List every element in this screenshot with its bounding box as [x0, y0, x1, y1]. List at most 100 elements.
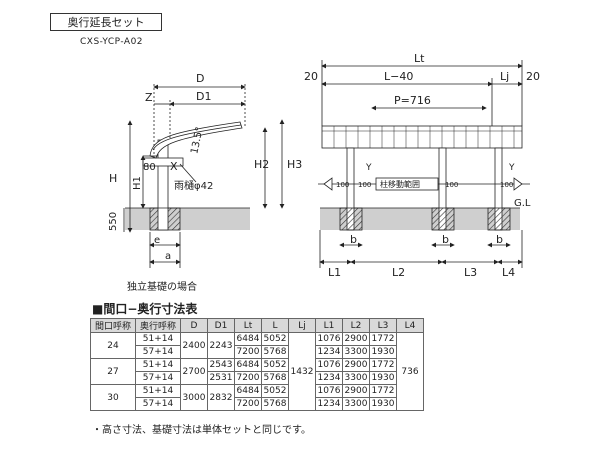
cell-depth: 57+14: [135, 371, 181, 385]
cell-l2: 3300: [342, 371, 370, 385]
cell-depth: 57+14: [135, 397, 181, 411]
cell-l2: 2900: [342, 384, 370, 398]
cell-lt: 6484: [234, 332, 262, 346]
col-l4: L4: [396, 318, 424, 333]
label-b1: b: [350, 233, 357, 246]
label-100c: 100: [445, 181, 458, 189]
col-l: L: [261, 318, 289, 333]
label-100d: 100: [500, 181, 513, 189]
col-depth: 奥行呼称: [135, 318, 181, 333]
label-z: Z: [145, 91, 153, 104]
cell-l3: 1772: [369, 332, 397, 346]
table-row: 57+14 7200 5768 1234 3300 1930: [91, 397, 424, 411]
label-b3: b: [496, 233, 503, 246]
model-number: CXS-YCP-A02: [80, 37, 144, 47]
cell-d: 2700: [180, 358, 208, 385]
foundation-2: [431, 207, 455, 231]
label-l2: L2: [392, 266, 405, 279]
label-l1: L1: [328, 266, 341, 279]
label-y2: Y: [508, 163, 515, 173]
ground-band: [125, 208, 250, 230]
cell-d1: 2543: [207, 358, 235, 372]
cell-l2: 2900: [342, 332, 370, 346]
cell-lt: 6484: [234, 384, 262, 398]
label-a: a: [165, 251, 171, 262]
cell-depth: 51+14: [135, 358, 181, 372]
label-h2: H2: [254, 158, 269, 171]
cell-l1: 1076: [315, 332, 343, 346]
cell-d1: 2243: [207, 332, 235, 359]
cell-lt: 6484: [234, 358, 262, 372]
cell-lt: 7200: [234, 345, 262, 359]
col-l1: L1: [315, 318, 343, 333]
side-view-caption: 独立基礎の場合: [127, 282, 197, 293]
label-l40: L−40: [384, 70, 413, 83]
table-row: 27 51+14 2700 2543 6484 5052 1076 2900 1…: [90, 358, 424, 385]
cell-l3: 1930: [369, 371, 397, 385]
cell-frontage: 30: [90, 384, 136, 411]
cell-l: 5052: [261, 358, 289, 372]
cell-l1: 1234: [315, 371, 343, 385]
cell-l3: 1930: [369, 397, 397, 411]
cell-l: 5768: [261, 397, 289, 411]
drawing: D D1 Z X 13.5° H H1 H2 H3 80 550 雨樋φ42 e…: [108, 52, 540, 279]
side-view: [123, 84, 285, 268]
label-h3: H3: [287, 158, 302, 171]
label-lt: Lt: [414, 52, 425, 65]
foundation-1: [339, 207, 363, 231]
label-l3: L3: [464, 266, 477, 279]
cell-l2: 2900: [342, 358, 370, 372]
cell-lt: 7200: [234, 397, 262, 411]
label-b2: b: [442, 233, 449, 246]
label-h1: H1: [132, 176, 143, 190]
label-x: X: [170, 160, 178, 173]
label-d1: D1: [196, 90, 211, 103]
cell-d1: 2531: [207, 371, 235, 385]
col-lj: Lj: [288, 318, 316, 333]
cell-l: 5052: [261, 332, 289, 346]
label-gutter: 雨樋φ42: [174, 179, 213, 192]
cell-d1: 2832: [207, 384, 235, 411]
cell-l3: 1772: [369, 384, 397, 398]
table-row: 24 51+14 2400 2243 6484 5052 1432 1076 2…: [90, 332, 424, 411]
cell-l3: 1772: [369, 358, 397, 372]
col-d1: D1: [207, 318, 235, 333]
cell-lt: 7200: [234, 371, 262, 385]
set-title: 奥行延長セット: [50, 13, 162, 31]
cell-frontage: 24: [90, 332, 136, 359]
col-l3: L3: [369, 318, 397, 333]
label-h: H: [109, 172, 117, 185]
cell-l2: 3300: [342, 397, 370, 411]
label-100a: 100: [336, 181, 349, 189]
front-view: [318, 60, 530, 268]
label-right20: 20: [526, 70, 540, 83]
side-view-labels: D D1 Z X 13.5° H H1 H2 H3 80 550 雨樋φ42 e…: [108, 72, 302, 262]
col-d: D: [180, 318, 208, 333]
cell-l4: 736: [396, 332, 424, 411]
label-lj: Lj: [500, 70, 509, 83]
post: [157, 139, 169, 231]
cell-l: 5768: [261, 345, 289, 359]
label-d: D: [196, 72, 204, 85]
cell-l1: 1234: [315, 397, 343, 411]
label-100b: 100: [358, 181, 371, 189]
cell-l: 5768: [261, 371, 289, 385]
table-title: ■間口−奥行寸法表: [92, 302, 198, 316]
cell-d: 2400: [180, 332, 208, 359]
cell-frontage: 27: [90, 358, 136, 385]
cell-l1: 1076: [315, 384, 343, 398]
ground-band-front: [320, 208, 520, 230]
table-row: 57+14 2531 7200 5768 1234 3300 1930: [91, 371, 424, 385]
cell-l: 5052: [261, 384, 289, 398]
col-frontage: 間口呼称: [90, 318, 136, 333]
cell-depth: 51+14: [135, 384, 181, 398]
table-row: 30 51+14 3000 2832 6484 5052 1076 2900 1…: [90, 384, 424, 411]
col-l2: L2: [342, 318, 370, 333]
cell-l1: 1076: [315, 358, 343, 372]
label-550: 550: [108, 212, 119, 231]
cell-depth: 51+14: [135, 332, 181, 346]
label-y1: Y: [365, 163, 372, 173]
cell-depth: 57+14: [135, 345, 181, 359]
cell-l1: 1234: [315, 345, 343, 359]
label-range: 柱移動範囲: [380, 179, 420, 189]
